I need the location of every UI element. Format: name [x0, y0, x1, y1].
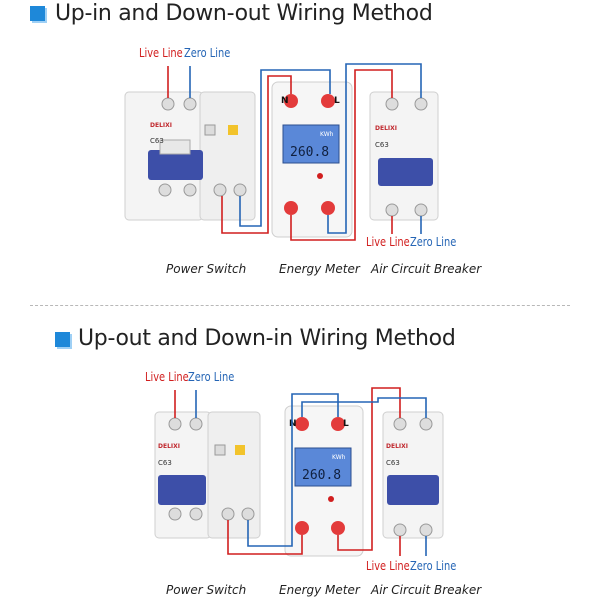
power-switch: DELIXI C63: [154, 411, 261, 539]
svg-text:C63: C63: [386, 459, 400, 467]
wiring-diagram-1: DELIXI C63 N L KWh 260.8 DELIXI C63: [124, 63, 439, 241]
svg-text:C63: C63: [158, 459, 172, 467]
svg-text:DELIXI: DELIXI: [386, 443, 408, 450]
zero-line-label: Zero Line: [184, 46, 231, 60]
energy-meter: N L KWh 260.8: [271, 81, 353, 238]
model-label: C63: [150, 137, 164, 145]
title-bullet-icon: [55, 332, 70, 347]
zero-line-label: Zero Line: [410, 235, 457, 249]
svg-text:KWh: KWh: [320, 131, 334, 138]
svg-text:260.8: 260.8: [302, 468, 341, 483]
section-title: Up-out and Down-in Wiring Method: [78, 326, 456, 351]
svg-text:N: N: [281, 96, 289, 106]
section-title: Up-in and Down-out Wiring Method: [55, 1, 433, 26]
caption-power-switch: Power Switch: [166, 262, 247, 276]
svg-text:L: L: [343, 419, 349, 429]
brand-label: DELIXI: [150, 122, 172, 129]
live-line-label: Live Line: [366, 559, 410, 573]
section-divider: [30, 305, 570, 306]
wiring-diagram-2: DELIXI C63 N L KWh 260.8: [154, 387, 444, 557]
air-circuit-breaker: DELIXI C63: [382, 411, 444, 539]
svg-text:DELIXI: DELIXI: [158, 443, 180, 450]
live-line-label: Live Line: [366, 235, 410, 249]
live-line-label: Live Line: [139, 46, 183, 60]
power-switch: DELIXI C63: [124, 91, 256, 221]
wires: [174, 387, 427, 556]
caption-energy-meter: Energy Meter: [279, 583, 360, 597]
air-circuit-breaker: DELIXI C63: [369, 91, 439, 221]
svg-text:260.8: 260.8: [290, 145, 329, 160]
energy-meter: N L KWh 260.8: [284, 405, 364, 557]
caption-air-circuit-breaker: Air Circuit Breaker: [371, 583, 482, 597]
section-up-out-down-in: Up-out and Down-in Wiring Method DELIXI …: [0, 320, 600, 600]
caption-power-switch: Power Switch: [166, 583, 247, 597]
zero-line-label: Zero Line: [188, 370, 235, 384]
svg-text:L: L: [334, 96, 340, 106]
live-line-label: Live Line: [145, 370, 189, 384]
wires: [167, 63, 422, 241]
zero-line-label: Zero Line: [410, 559, 457, 573]
svg-text:DELIXI: DELIXI: [375, 125, 397, 132]
section-up-in-down-out: Up-in and Down-out Wiring Method DELIXI …: [30, 1, 482, 276]
caption-air-circuit-breaker: Air Circuit Breaker: [371, 262, 482, 276]
title-bullet-icon: [30, 6, 45, 21]
svg-text:C63: C63: [375, 141, 389, 149]
svg-text:KWh: KWh: [332, 454, 346, 461]
caption-energy-meter: Energy Meter: [279, 262, 360, 276]
